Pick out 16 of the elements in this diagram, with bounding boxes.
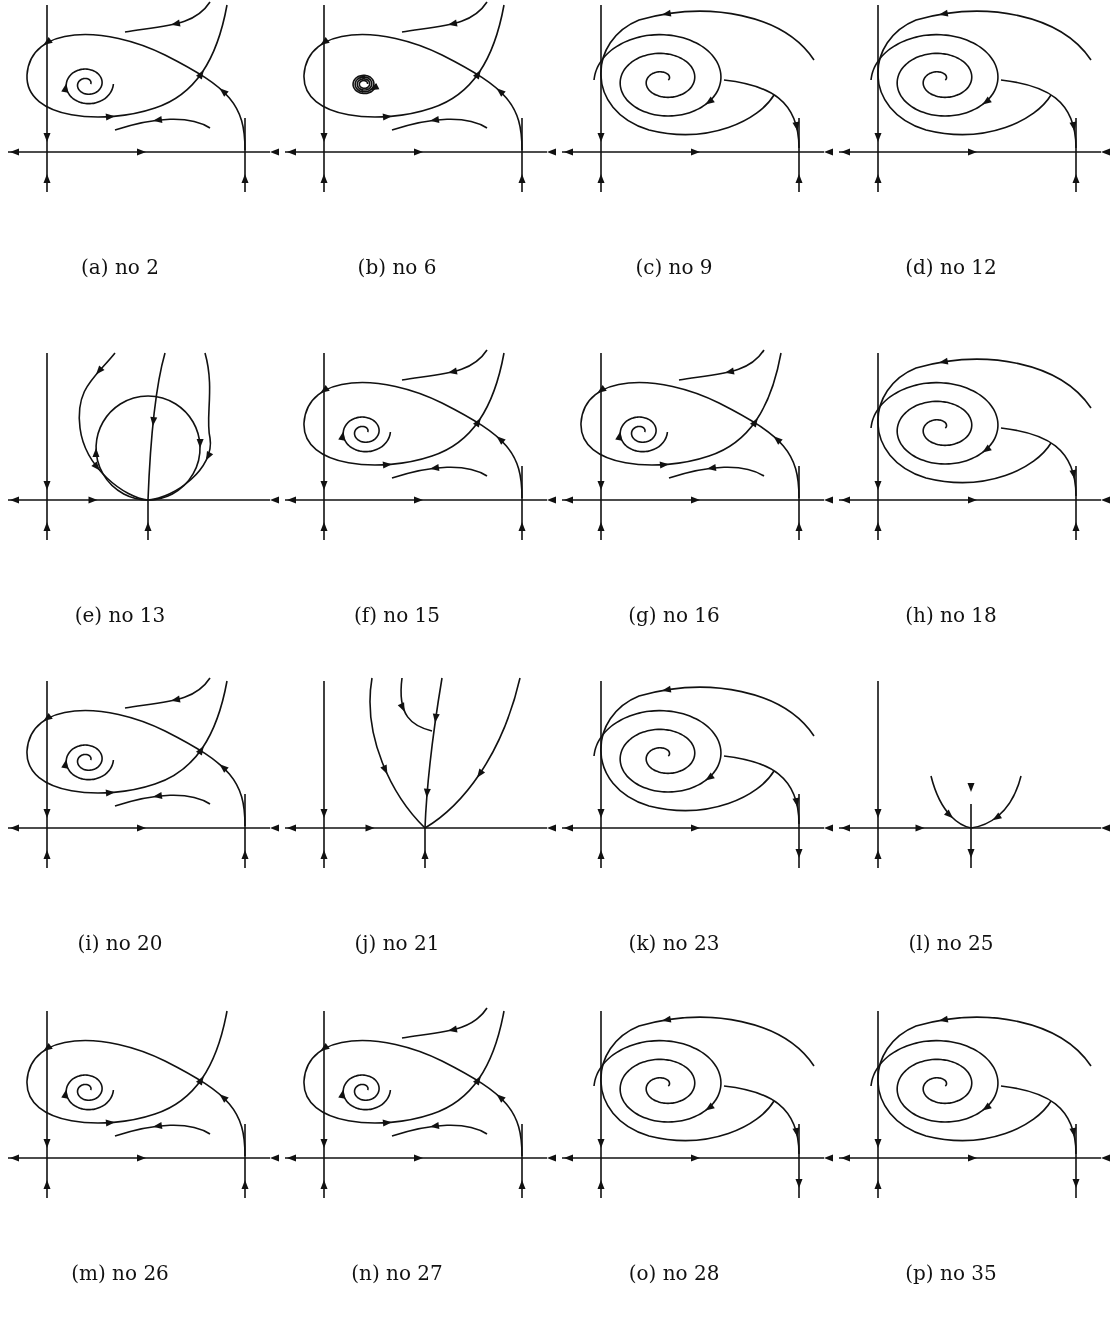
- panel-caption: (b) no 6: [357, 255, 437, 279]
- panel-caption: (o) no 28: [628, 1261, 720, 1285]
- panel-caption: (d) no 12: [905, 255, 997, 279]
- panel-caption: (p) no 35: [905, 1261, 997, 1285]
- panel-caption: (f) no 15: [353, 603, 441, 627]
- panel-caption: (n) no 27: [351, 1261, 443, 1285]
- panel-caption: (e) no 13: [74, 603, 166, 627]
- panel-caption: (a) no 2: [81, 255, 159, 279]
- panel-caption: (k) no 23: [628, 931, 720, 955]
- panel-caption: (l) no 25: [908, 931, 994, 955]
- panel-caption: (i) no 20: [77, 931, 163, 955]
- panel-caption: (g) no 16: [628, 603, 720, 627]
- panel-caption: (c) no 9: [635, 255, 713, 279]
- panel-caption: (j) no 21: [354, 931, 440, 955]
- panel-caption: (h) no 18: [905, 603, 997, 627]
- panel-caption: (m) no 26: [71, 1261, 169, 1285]
